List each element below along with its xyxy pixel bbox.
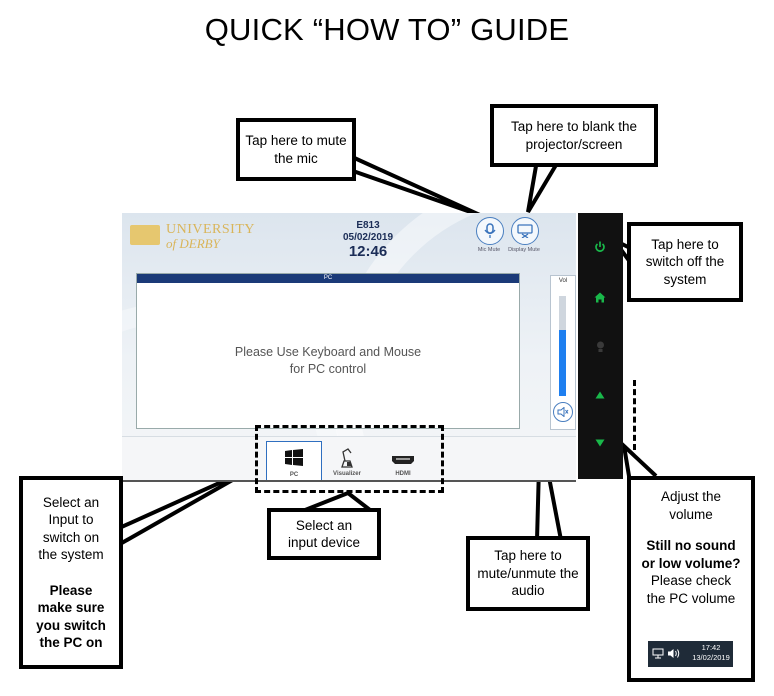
pc-window-title: PC [137,274,519,283]
callout-volume-text-1: Adjust the volume [660,489,722,522]
source-label-hdmi: HDMI [395,471,411,477]
volume-down-icon [595,439,605,447]
callout-select-line-2: Input to [48,512,94,527]
callout-volume-bold: Still no sound or low volume? [641,538,741,571]
volume-up-button[interactable] [590,385,610,405]
control-sidebar [578,213,623,479]
touch-panel: UNIVERSITY of DERBY E813 05/02/2019 12:4… [122,213,576,480]
network-icon [652,648,664,659]
microphone-icon [484,223,496,238]
pc-message-line-1: Please Use Keyboard and Mouse [234,345,422,359]
volume-down-button[interactable] [590,433,610,453]
crest-icon [130,225,160,245]
callout-power-text: Tap here to switch off the system [645,236,725,287]
callout-select-bold-2: make sure [37,600,105,615]
mic-mute-label: Mic Mute [477,247,501,253]
callout-select-line-3: switch on [42,529,100,545]
home-button[interactable] [590,287,610,307]
input-selection-bar: PC Visualizer HDMI [122,436,576,480]
callout-select-line-1: Select an [42,494,100,510]
callout-audio: Tap here to mute/unmute the audio [466,536,590,611]
home-icon [594,292,606,302]
panel-time: 12:46 [348,243,388,260]
volume-panel: Vol [550,275,576,430]
pointer-blank [526,163,558,214]
speaker-volume-icon [668,649,680,658]
callout-blank-screen: Tap here to blank the projector/screen [490,104,658,167]
callout-select-bold-3: you switch [36,617,106,633]
guide-title: QUICK “HOW TO” GUIDE [204,12,570,47]
pc-window-message: Please Use Keyboard and Mouse for PC con… [137,344,519,378]
callout-select-bold-4: the PC on [39,635,103,650]
volume-label: Vol [558,278,568,284]
lights-button[interactable] [590,337,610,357]
callout-mic-text: Tap here to mute the mic [245,133,347,166]
pointer-device [299,490,372,514]
speaker-icon [557,407,569,417]
callout-select-line-4: the system [38,547,104,562]
university-logo: UNIVERSITY of DERBY [130,222,255,251]
volume-highlight-outline [630,380,636,450]
source-button-pc[interactable]: PC [266,441,322,480]
taskbar-time: 17:42 [701,643,721,652]
callout-input-device: Select an input device [267,508,381,560]
lightbulb-icon [596,341,604,352]
pc-message-line-2: for PC control [289,362,367,376]
display-mute-label: Display Mute [508,247,540,253]
hdmi-icon [392,456,414,464]
panel-bottom-edge [122,480,576,482]
callout-select-input: Select an Input to switch on the system … [19,476,123,669]
callout-blank-text: Tap here to blank the projector/screen [510,119,638,152]
panel-date: 05/02/2019 [342,232,394,243]
source-label-pc: PC [289,472,299,478]
taskbar-clock: 17:42 13/02/2019 [689,643,733,663]
callout-audio-text: Tap here to mute/unmute the audio [477,548,579,599]
callout-device-text: Select an input device [287,517,361,551]
pc-taskbar-snippet: 17:42 13/02/2019 [648,641,733,667]
callout-volume-text-2: Please check the PC volume [646,573,736,606]
display-mute-icon [517,224,533,238]
callout-select-bold-1: Please [49,582,93,598]
source-button-hdmi[interactable]: HDMI [376,441,430,479]
windows-icon [285,449,303,466]
logo-line-1: UNIVERSITY [166,222,255,237]
pc-source-window: PC Please Use Keyboard and Mouse for PC … [136,273,520,429]
volume-up-icon [595,391,605,399]
callout-mic: Tap here to mute the mic [236,118,356,181]
audio-mute-button[interactable] [553,402,573,422]
input-highlight-outline [255,425,444,493]
power-icon [595,241,605,252]
visualizer-icon [341,448,353,468]
taskbar-date: 13/02/2019 [692,653,730,662]
pointer-volume [621,440,658,483]
display-mute-button[interactable] [511,217,539,245]
pointer-mic [349,154,483,218]
source-label-visualizer: Visualizer [333,471,361,477]
room-name: E813 [356,220,380,231]
source-button-visualizer[interactable]: Visualizer [320,441,374,479]
power-button[interactable] [590,237,610,257]
callout-power: Tap here to switch off the system [627,222,743,302]
volume-slider-fill [559,330,566,396]
logo-line-2: of DERBY [166,236,220,251]
mic-mute-button[interactable] [476,217,504,245]
